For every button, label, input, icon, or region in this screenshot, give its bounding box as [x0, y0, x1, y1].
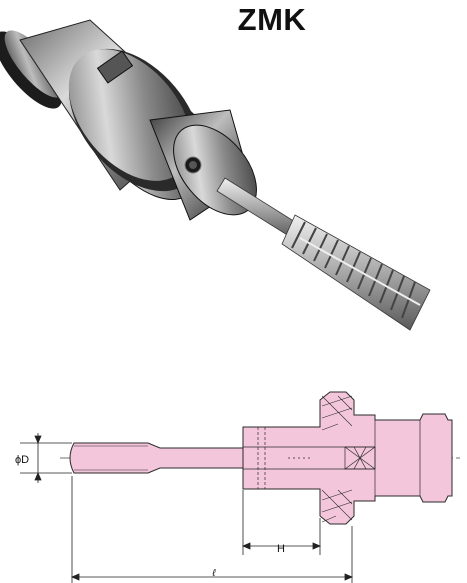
adapter-body — [242, 391, 453, 525]
adapter-bore — [243, 420, 421, 496]
length-label: ℓ — [211, 568, 216, 579]
tap-outline — [69, 442, 246, 474]
product-title: ZMK — [237, 2, 307, 37]
tap-thread — [281, 214, 431, 331]
knurled-collar — [321, 395, 353, 523]
length-dimension — [70, 476, 354, 583]
diameter-label: ϕD — [15, 454, 29, 466]
h-dimension — [241, 490, 322, 555]
diameter-dimension — [20, 433, 72, 483]
technical-drawing: ϕD H ℓ — [15, 391, 460, 583]
product-photo — [0, 19, 431, 331]
h-label: H — [277, 543, 285, 555]
